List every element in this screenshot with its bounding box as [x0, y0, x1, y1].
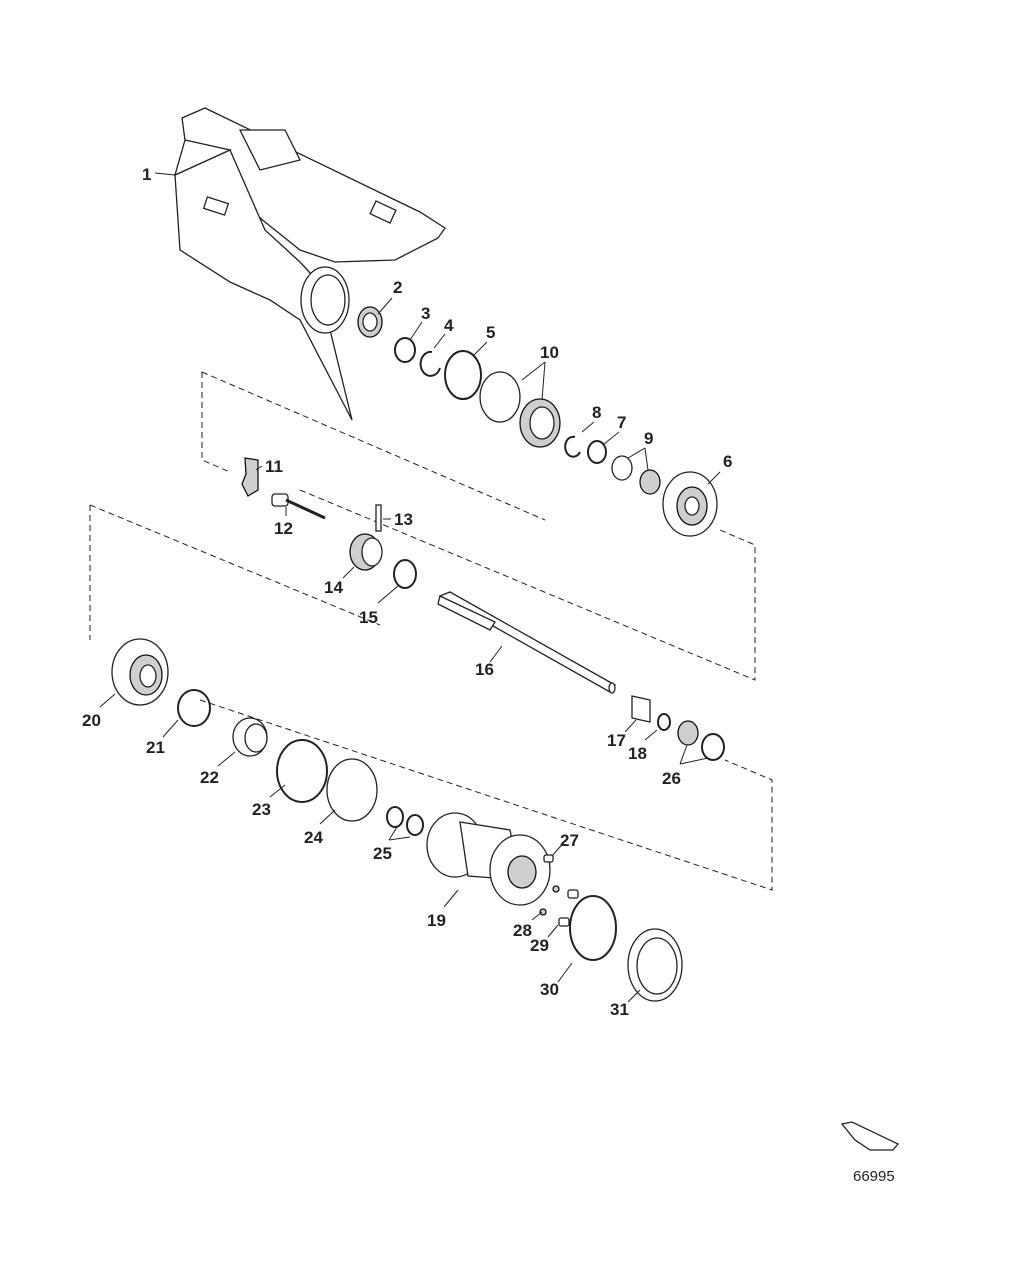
part-label-21: 21 — [146, 738, 165, 757]
figure-id-number: 66995 — [853, 1168, 895, 1185]
part-label-23: 23 — [252, 800, 271, 819]
part-label-20: 20 — [82, 711, 101, 730]
part-label-26: 26 — [662, 769, 681, 788]
part-labels: 1 2 3 4 5 6 7 8 9 10 11 12 13 14 15 16 1… — [82, 165, 732, 1019]
part-7-ring — [587, 440, 607, 464]
part-21-retainer — [177, 689, 211, 727]
part-label-31: 31 — [610, 1000, 629, 1019]
part-label-29: 29 — [530, 936, 549, 955]
lower-assembly-dashed-frame — [89, 504, 773, 891]
part-19-bearing-carrier — [426, 812, 551, 906]
part-29-screw-b — [558, 917, 570, 927]
part-label-15: 15 — [359, 608, 378, 627]
part-15-spring — [393, 559, 417, 589]
part-label-13: 13 — [394, 510, 413, 529]
upper-assembly-dashed-frame — [201, 371, 756, 681]
part-9-bearing — [639, 469, 661, 495]
part-30-tab-washer — [569, 895, 617, 961]
part-28-washer — [539, 908, 547, 916]
part-label-12: 12 — [274, 519, 293, 538]
part-4-retaining-ring — [419, 350, 441, 377]
part-12-shift-shaft — [271, 493, 326, 520]
part-2-seal-bore — [362, 312, 378, 332]
part-17-bushing — [631, 695, 651, 723]
part-label-27: 27 — [560, 831, 579, 850]
part-label-9: 9 — [644, 429, 653, 448]
housing-thumbnail-icon — [840, 1121, 900, 1151]
gear-housing-part — [173, 107, 446, 421]
part-label-11: 11 — [265, 457, 283, 476]
part-label-30: 30 — [540, 980, 559, 999]
leader-lines — [99, 172, 721, 1003]
part-label-25: 25 — [373, 844, 392, 863]
part-label-28: 28 — [513, 921, 532, 940]
part-13-pin — [375, 504, 382, 532]
part-label-18: 18 — [628, 744, 647, 763]
part-label-6: 6 — [723, 452, 732, 471]
part-31-retainer-nut — [627, 928, 683, 1002]
part-label-24: 24 — [304, 828, 323, 847]
part-14-clutch — [349, 533, 383, 571]
part-9-bushing — [611, 455, 633, 481]
part-label-19: 19 — [427, 911, 446, 930]
part-27-screw — [543, 854, 554, 863]
part-25-seals — [386, 806, 424, 836]
part-26-bearing — [677, 720, 699, 746]
part-20-reverse-gear — [111, 638, 169, 706]
part-16-propeller-shaft — [437, 591, 616, 694]
part-23-o-ring — [276, 739, 328, 803]
part-label-1: 1 — [142, 165, 151, 184]
part-label-4: 4 — [444, 316, 454, 335]
part-10-bearing-cup — [479, 371, 521, 423]
part-3-ring — [394, 337, 416, 363]
part-8-retaining-ring — [564, 435, 581, 458]
part-label-7: 7 — [617, 413, 626, 432]
part-27-small-part — [552, 885, 560, 893]
part-label-10: 10 — [540, 343, 559, 362]
part-label-22: 22 — [200, 768, 219, 787]
part-label-8: 8 — [592, 403, 601, 422]
part-label-5: 5 — [486, 323, 495, 342]
part-26-bearing-cup — [701, 733, 725, 761]
part-label-14: 14 — [324, 578, 343, 597]
part-label-2: 2 — [393, 278, 402, 297]
part-label-16: 16 — [475, 660, 494, 679]
part-11-shift-cam — [241, 457, 259, 497]
part-label-3: 3 — [421, 304, 430, 323]
part-5-o-ring — [444, 350, 482, 400]
part-29-screw-a — [567, 889, 579, 899]
part-22-bearing-cup — [232, 717, 268, 757]
part-18-washer — [657, 713, 671, 731]
part-24-o-ring — [326, 758, 378, 822]
part-label-17: 17 — [607, 731, 626, 750]
